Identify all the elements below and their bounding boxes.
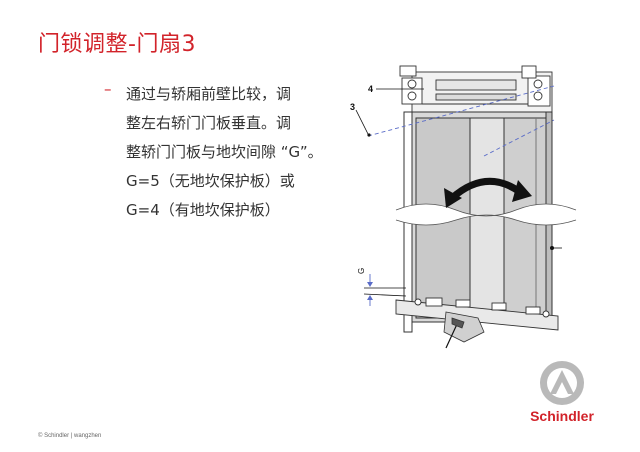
callout-3: 3 [350, 102, 355, 112]
door-panel-diagram: 4 3 [350, 65, 577, 349]
door-hanger-mechanism [399, 65, 553, 113]
bullet-text: 通过与轿厢前壁比较，调 整左右轿门门板垂直。调 整轿门门板与地坎间隙 “G”。 … [126, 80, 323, 225]
break-edge-bottom [395, 214, 577, 226]
footer-copyright: © Schindler | wangzhen [38, 433, 102, 439]
gap-dimension [363, 274, 407, 306]
door-sill [395, 297, 559, 331]
brand-logo: Schindler [522, 356, 602, 428]
bullet-marker: – [104, 80, 112, 98]
bullet-line-3: 整轿门门板与地坎间隙 “G”。 [126, 143, 323, 161]
adjust-rotation-icon [444, 177, 532, 208]
gap-label: G [357, 268, 366, 274]
callout-3-leader [355, 109, 369, 135]
callout-3-dot [367, 133, 371, 137]
reference-dashed-line-lower [483, 119, 555, 157]
slide-title: 门锁调整-门扇3 [38, 32, 196, 57]
break-edge-top [395, 203, 577, 217]
break-line [396, 204, 576, 225]
brand-wordmark: Schindler [530, 408, 594, 424]
bullet-line-4: G=5（无地坎保护板）或 [126, 172, 295, 190]
bullet-line-2: 整左右轿门门板垂直。调 [126, 114, 292, 132]
bullet-line-5: G=4（有地坎保护板） [126, 201, 280, 219]
schindler-emblem-icon [540, 361, 584, 405]
bullet-line-1: 通过与轿厢前壁比较，调 [126, 85, 292, 103]
hand-tool-icon [443, 311, 485, 349]
callout-4: 4 [368, 84, 373, 94]
